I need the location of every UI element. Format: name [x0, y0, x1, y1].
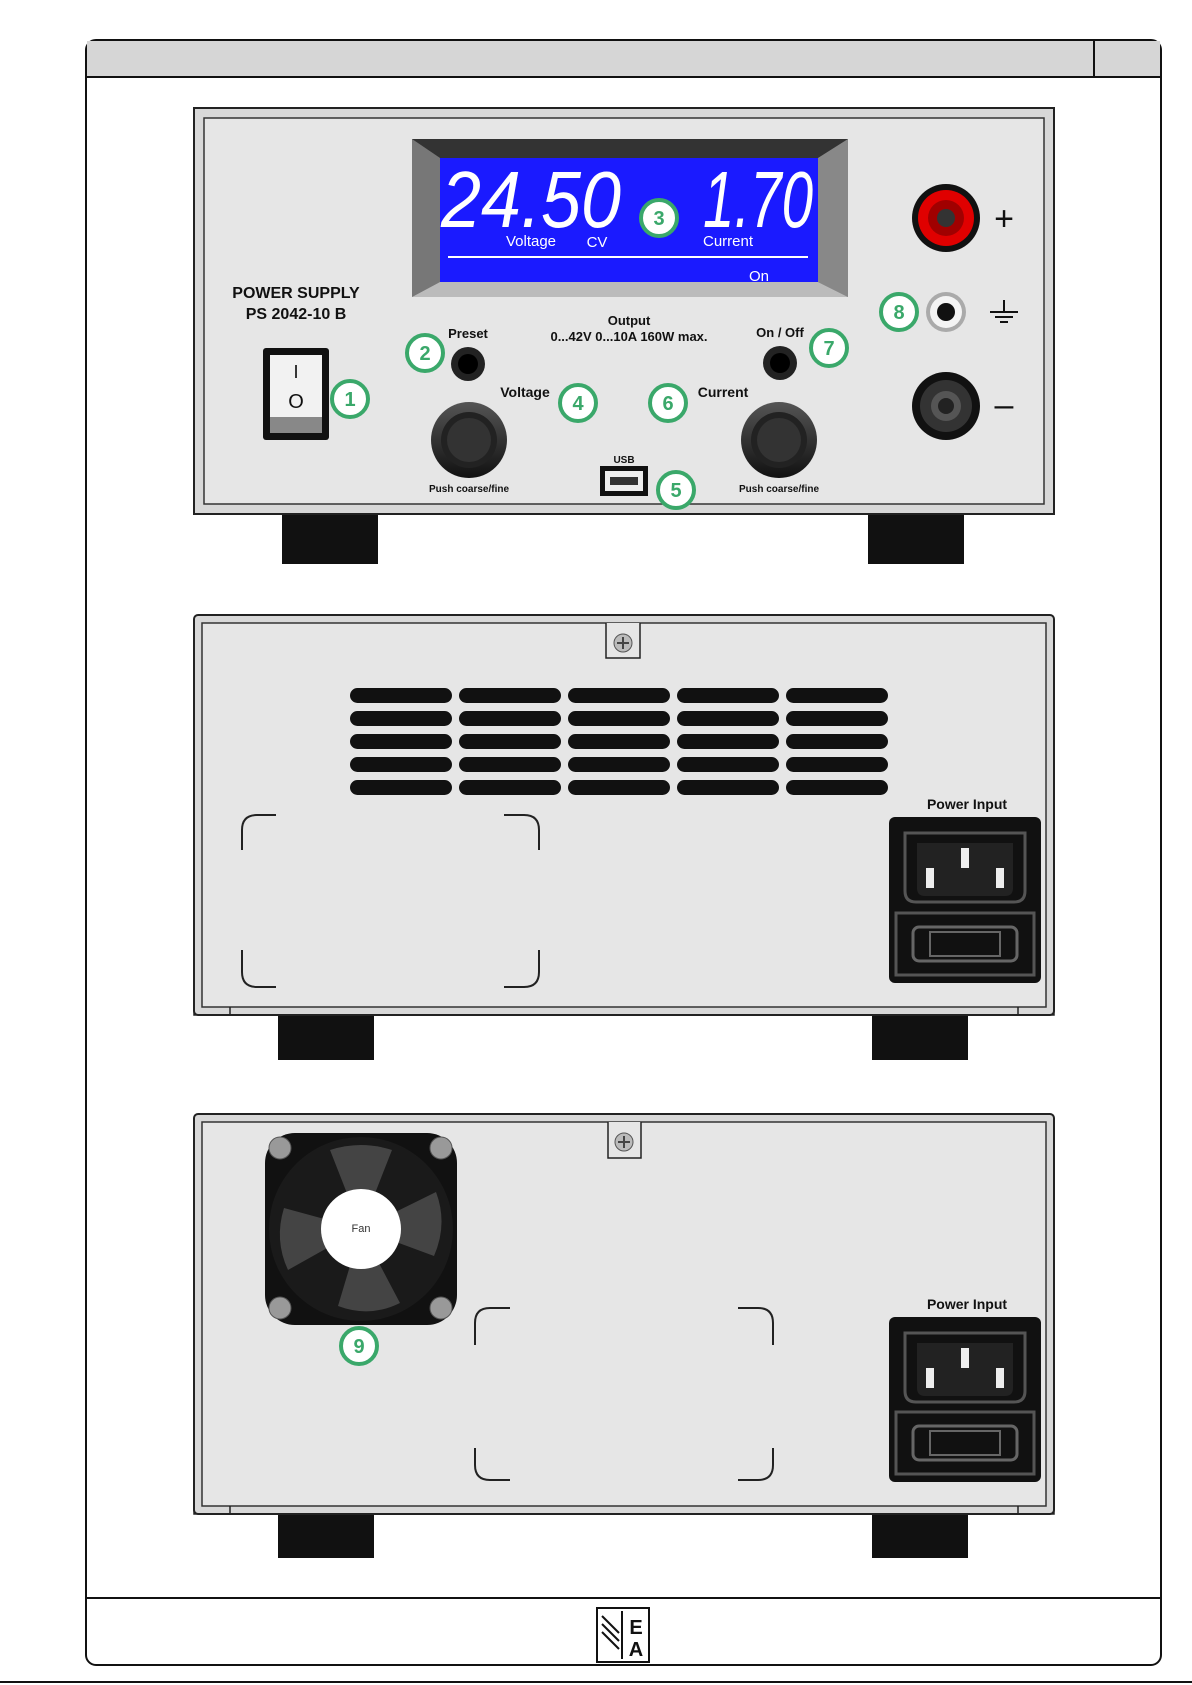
brand-model: PS 2042-10 B: [246, 306, 347, 323]
output-onoff-button[interactable]: [763, 346, 797, 380]
svg-text:7: 7: [823, 338, 834, 360]
rear1-power-input-label: Power Input: [927, 796, 1007, 812]
current-knob[interactable]: [741, 402, 817, 478]
voltage-knob-hint: Push coarse/fine: [429, 484, 509, 495]
rear1-power-inlet[interactable]: [889, 817, 1041, 983]
rear2-power-input-label: Power Input: [927, 1296, 1007, 1312]
callout-5: 5: [658, 472, 694, 508]
rear1-screw: [606, 623, 640, 658]
rear-panel-2: Fan Power Input: [194, 1114, 1054, 1558]
voltage-knob-label: Voltage: [500, 384, 550, 400]
minus-symbol: –: [995, 386, 1014, 424]
switch-off-mark: O: [288, 391, 304, 413]
callout-2: 2: [407, 335, 443, 371]
svg-text:1: 1: [344, 389, 355, 411]
plus-symbol: +: [994, 200, 1014, 238]
output-title: Output: [608, 313, 651, 328]
logo-letter-e: E: [629, 1617, 642, 1639]
preset-label: Preset: [448, 326, 488, 341]
voltage-knob[interactable]: [431, 402, 507, 478]
usb-port[interactable]: [600, 466, 648, 496]
callout-4: 4: [560, 385, 596, 421]
rear1-foot-right: [872, 1010, 968, 1060]
rear1-foot-left: [278, 1010, 374, 1060]
svg-text:4: 4: [572, 393, 584, 415]
svg-text:2: 2: [419, 343, 430, 365]
svg-text:9: 9: [353, 1336, 364, 1358]
svg-text:3: 3: [653, 208, 664, 230]
brand-line1: POWER SUPPLY: [232, 285, 360, 302]
ea-logo: E A: [597, 1608, 649, 1662]
rear2-power-inlet[interactable]: [889, 1317, 1041, 1482]
front-foot-left: [282, 512, 378, 564]
cooling-fan: Fan: [265, 1133, 457, 1325]
lcd-display: 24.50 1.70 Voltage CV Current On: [412, 139, 848, 297]
ground-jack[interactable]: [926, 292, 966, 332]
switch-on-mark: I: [293, 362, 298, 382]
voltage-display-label: Voltage: [506, 233, 556, 250]
rear2-foot-right: [872, 1508, 968, 1558]
callout-1: 1: [332, 381, 368, 417]
output-status: On: [749, 268, 769, 285]
onoff-label: On / Off: [756, 325, 804, 340]
rear2-screw: [608, 1122, 641, 1158]
svg-text:6: 6: [662, 393, 673, 415]
current-knob-hint: Push coarse/fine: [739, 484, 819, 495]
mode-label: CV: [587, 234, 608, 251]
callout-6: 6: [650, 385, 686, 421]
callout-7: 7: [811, 330, 847, 366]
rear2-foot-left: [278, 1508, 374, 1558]
fan-label: Fan: [352, 1223, 371, 1235]
current-display-label: Current: [703, 233, 754, 250]
front-panel: POWER SUPPLY PS 2042-10 B I O 24.50 1.70…: [194, 108, 1054, 564]
logo-letter-a: A: [629, 1639, 643, 1661]
callout-8: 8: [881, 294, 917, 330]
callout-9: 9: [341, 1328, 377, 1364]
preset-button[interactable]: [451, 347, 485, 381]
current-readout: 1.70: [703, 155, 813, 244]
callout-3: 3: [641, 200, 677, 236]
current-knob-label: Current: [698, 384, 749, 400]
voltage-readout: 24.50: [440, 155, 621, 244]
svg-text:5: 5: [670, 480, 681, 502]
front-foot-right: [868, 512, 964, 564]
svg-text:8: 8: [893, 302, 904, 324]
positive-output-jack[interactable]: [912, 184, 980, 252]
negative-output-jack[interactable]: [912, 372, 980, 440]
power-switch[interactable]: I O: [263, 348, 329, 440]
output-spec: 0...42V 0...10A 160W max.: [550, 329, 707, 344]
rear-panel-1: Power Input: [194, 615, 1054, 1060]
usb-label: USB: [613, 455, 634, 466]
